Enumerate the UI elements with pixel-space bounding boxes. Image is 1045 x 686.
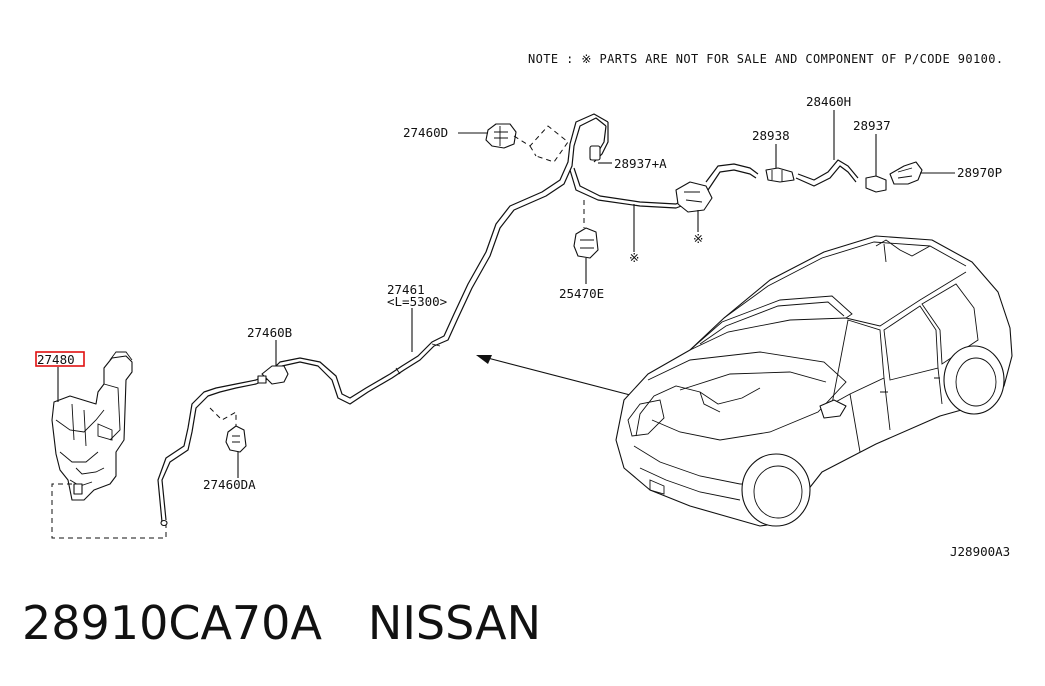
clip-27460DA[interactable] [225,425,247,453]
mark-symbol-1: ※ [629,250,639,265]
callout-27461-length: <L=5300> [387,294,447,309]
callout-27461: 27461 [387,282,425,297]
joint-28938[interactable] [765,167,795,183]
joint-28937[interactable] [865,175,887,193]
part-caption: 28910CA70A NISSAN [22,596,541,650]
note-text: NOTE : ※ PARTS ARE NOT FOR SALE AND COMP… [528,52,1004,66]
brand-name: NISSAN [367,596,542,650]
diagram-code: J28900A3 [950,544,1010,559]
pointer-arrowhead [476,355,492,364]
callout-27460D: 27460D [403,125,448,140]
callout-27460DA: 27460DA [203,477,256,492]
callout-25470E: 25470E [559,286,604,301]
washer-joint[interactable] [675,181,713,213]
highlight-box-27480 [35,351,85,367]
callout-27480: 27480 [37,352,75,367]
connector-28937A[interactable] [589,145,601,161]
clip-27460D[interactable] [485,123,517,149]
callout-28937A: 28937+A [614,156,667,171]
callout-28460H: 28460H [806,94,851,109]
mark-symbol-2: ※ [693,231,703,246]
callout-28970P: 28970P [957,165,1002,180]
part-number: 28910CA70A [22,596,322,650]
vehicle-illustration [615,235,1013,527]
nozzle-28970P[interactable] [889,161,923,185]
washer-tank-27480[interactable] [51,351,133,501]
callout-28937: 28937 [853,118,891,133]
clip-25470E[interactable] [573,227,599,259]
check-valve-27460B[interactable] [257,365,289,385]
callout-27460B: 27460B [247,325,292,340]
callout-28938: 28938 [752,128,790,143]
